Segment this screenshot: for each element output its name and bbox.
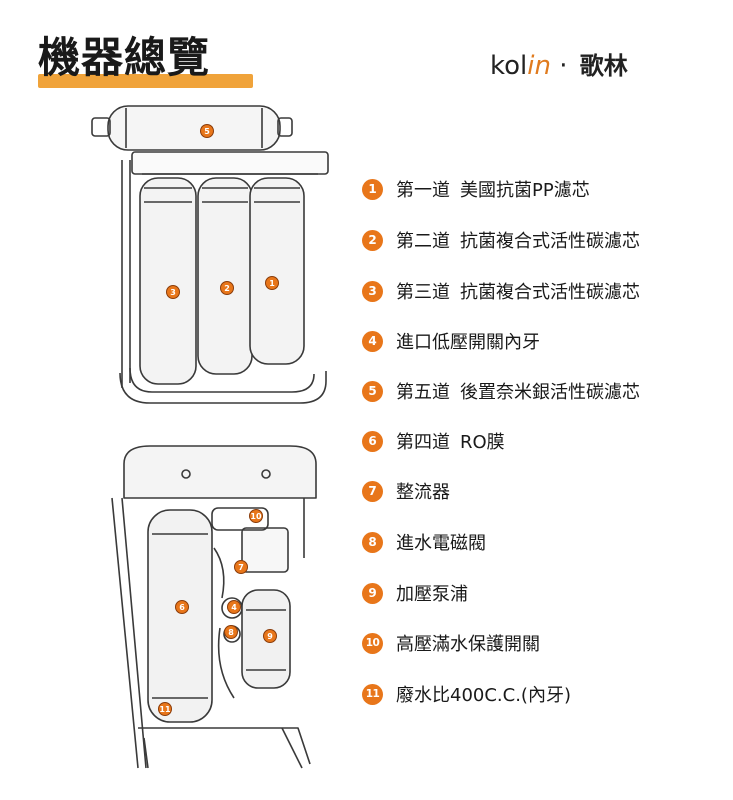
bottom-callout-7: 7 — [234, 560, 248, 574]
top-callout-5: 5 — [200, 124, 214, 138]
top-callout-1: 1 — [265, 276, 279, 290]
page-title-group: 機器總覽 — [38, 28, 253, 88]
legend-item-4: 4 進口低壓開關內牙 — [362, 326, 540, 356]
page-title: 機器總覽 — [38, 33, 211, 82]
legend-badge: 11 — [362, 683, 383, 705]
top-callout-3: 3 — [166, 285, 180, 299]
legend-name: 進水電磁閥 — [396, 533, 486, 554]
legend-badge: 7 — [362, 480, 383, 502]
brand-latin-prefix: kol — [490, 51, 528, 81]
legend-item-8: 8 進水電磁閥 — [362, 527, 486, 557]
ro-unit-sketch — [111, 445, 317, 769]
legend-desc: 後置奈米銀活性碳濾芯 — [460, 382, 640, 403]
filter-unit-sketch — [91, 105, 329, 404]
bottom-callout-9: 9 — [263, 629, 277, 643]
brand-logo: kolin · 歌林 — [490, 46, 628, 81]
top-machine-illustration — [82, 98, 342, 428]
legend-name: 廢水比400C.C.(內牙) — [396, 685, 571, 706]
bottom-callout-10: 10 — [249, 509, 263, 523]
brand-latin-accent: in — [527, 51, 551, 81]
legend-badge: 8 — [362, 531, 383, 553]
legend-item-1: 1 第一道美國抗菌PP濾芯 — [362, 174, 590, 204]
legend-badge: 1 — [362, 178, 383, 200]
legend-name: 第一道 — [396, 180, 450, 201]
legend-name: 第五道 — [396, 382, 450, 403]
legend-item-5: 5 第五道後置奈米銀活性碳濾芯 — [362, 376, 640, 406]
legend-name: 第三道 — [396, 282, 450, 303]
legend-badge: 4 — [362, 330, 383, 352]
bottom-callout-4: 4 — [227, 600, 241, 614]
legend-item-6: 6 第四道 RO膜 — [362, 426, 505, 456]
legend-badge: 6 — [362, 430, 383, 452]
legend-desc: 抗菌複合式活性碳濾芯 — [460, 231, 640, 252]
legend-name: 進口低壓開關內牙 — [396, 332, 540, 353]
legend-desc: 抗菌複合式活性碳濾芯 — [460, 282, 640, 303]
legend-item-2: 2 第二道抗菌複合式活性碳濾芯 — [362, 225, 640, 255]
bottom-callout-6: 6 — [175, 600, 189, 614]
legend-name: 加壓泵浦 — [396, 584, 468, 605]
legend-badge: 9 — [362, 582, 383, 604]
title-underline — [38, 74, 253, 88]
bottom-callout-11: 11 — [158, 702, 172, 716]
legend-item-10: 10 高壓滿水保護開關 — [362, 628, 540, 658]
legend-desc: RO膜 — [460, 432, 505, 453]
legend-item-11: 11 廢水比400C.C.(內牙) — [362, 679, 571, 709]
legend-badge: 3 — [362, 280, 383, 302]
legend-name: 第二道 — [396, 231, 450, 252]
legend-desc: 美國抗菌PP濾芯 — [460, 180, 590, 201]
legend-name: 整流器 — [396, 482, 450, 503]
brand-separator: · — [559, 51, 568, 81]
brand-chinese: 歌林 — [579, 52, 628, 80]
bottom-callout-8: 8 — [224, 625, 238, 639]
top-callout-2: 2 — [220, 281, 234, 295]
legend-item-7: 7 整流器 — [362, 476, 450, 506]
legend-badge: 2 — [362, 229, 383, 251]
legend-item-9: 9 加壓泵浦 — [362, 578, 468, 608]
legend-name: 高壓滿水保護開關 — [396, 634, 540, 655]
legend-name: 第四道 — [396, 432, 450, 453]
legend-item-3: 3 第三道抗菌複合式活性碳濾芯 — [362, 276, 640, 306]
legend-badge: 5 — [362, 380, 383, 402]
legend-badge: 10 — [362, 632, 383, 654]
bottom-machine-illustration — [104, 438, 344, 783]
